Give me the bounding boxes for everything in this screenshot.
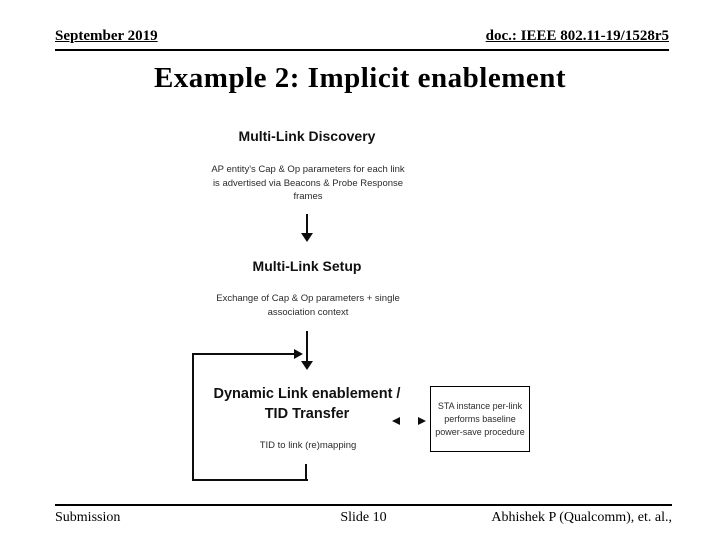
loop-arrow-join-line-icon [193,353,295,355]
tid-remapping-description: TID to link (re)mapping [259,440,357,451]
footer-submission-label: Submission [55,510,121,525]
down-arrow-2-icon [306,331,308,363]
down-arrow-1-head-icon [301,233,313,242]
header-doc-number: doc.: IEEE 802.11-19/1528r5 [485,28,669,44]
loop-bottom-line-icon [192,479,308,481]
multi-link-discovery-heading: Multi-Link Discovery [238,128,376,144]
loop-arrow-head-icon [294,349,303,359]
multi-link-discovery-description: AP entity's Cap & Op parameters for each… [211,164,405,202]
footer-slide-number: Slide 10 [340,510,387,525]
multi-link-setup-heading: Multi-Link Setup [252,258,362,274]
sta-instance-box: STA instance per-link performs baseline … [430,386,530,452]
loop-stub-line-icon [305,464,307,481]
slide-title: Example 2: Implicit enablement [153,62,567,94]
sta-instance-box-text: STA instance per-link performs baseline … [435,400,525,437]
right-arrowhead-icon [418,417,426,425]
slide-footer: Submission Slide 10 Abhishek P (Qualcomm… [55,504,672,526]
down-arrow-2-head-icon [301,361,313,370]
loop-left-line-icon [192,353,194,481]
footer-author: Abhishek P (Qualcomm), et. al., [491,510,673,525]
down-arrow-1-icon [306,214,308,235]
dynamic-link-enablement-heading-line1: Dynamic Link enablement / [213,386,401,402]
header-date: September 2019 [55,28,158,44]
multi-link-setup-description: Exchange of Cap & Op parameters + single… [216,293,400,318]
dynamic-link-enablement-heading: Dynamic Link enablement / TID Transfer [203,384,411,424]
left-arrowhead-icon [392,417,400,425]
dynamic-link-enablement-heading-line2: TID Transfer [264,406,350,422]
slide-header: September 2019 doc.: IEEE 802.11-19/1528… [55,28,669,51]
